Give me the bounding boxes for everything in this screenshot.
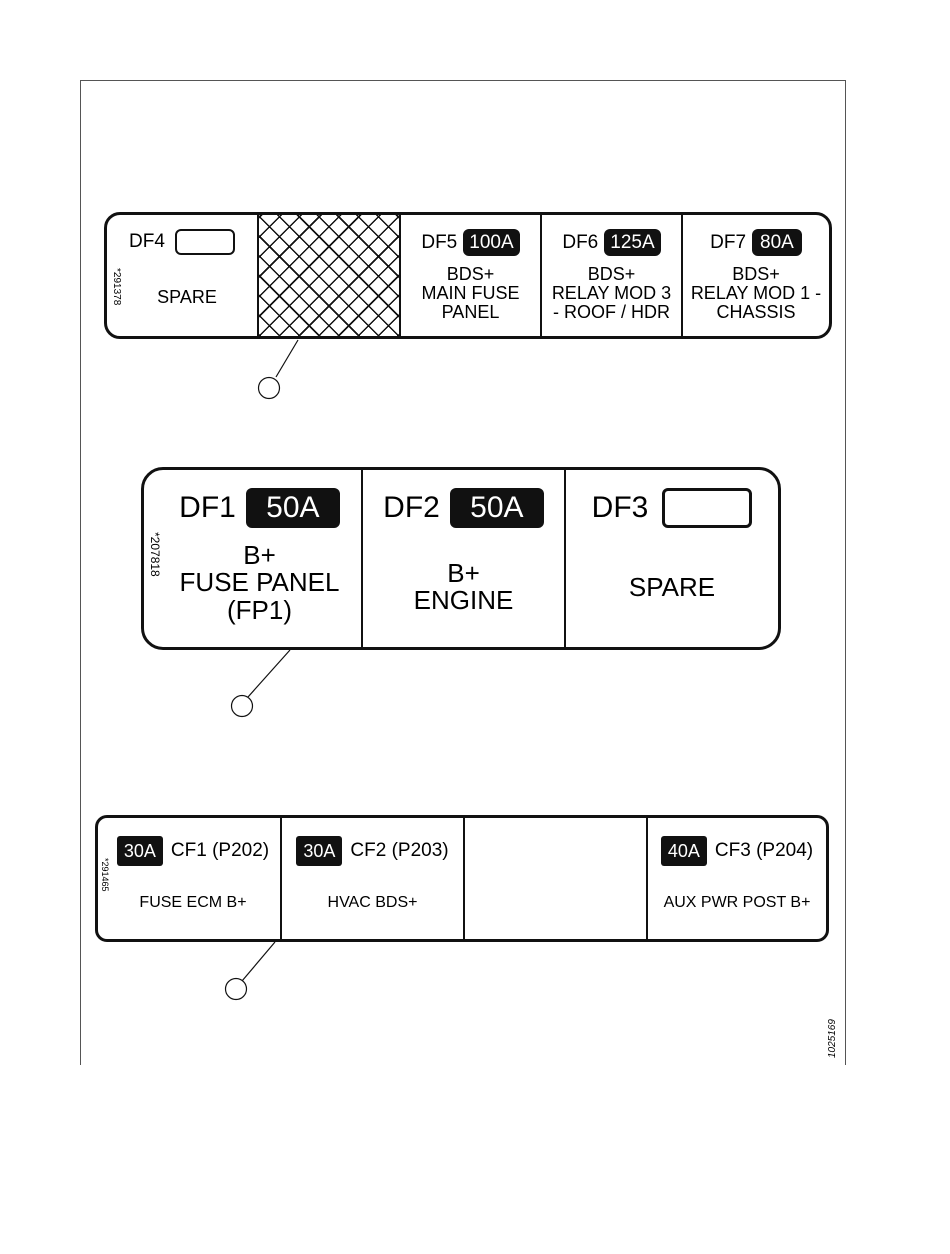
callout-leader-line — [276, 340, 298, 377]
callout-leader-line — [248, 650, 290, 697]
callout-circle — [226, 979, 247, 1000]
callout-circle — [232, 696, 253, 717]
figure-number: 1025169 — [827, 1019, 838, 1058]
callout-circle — [259, 378, 280, 399]
callout-leader-line — [242, 942, 275, 981]
